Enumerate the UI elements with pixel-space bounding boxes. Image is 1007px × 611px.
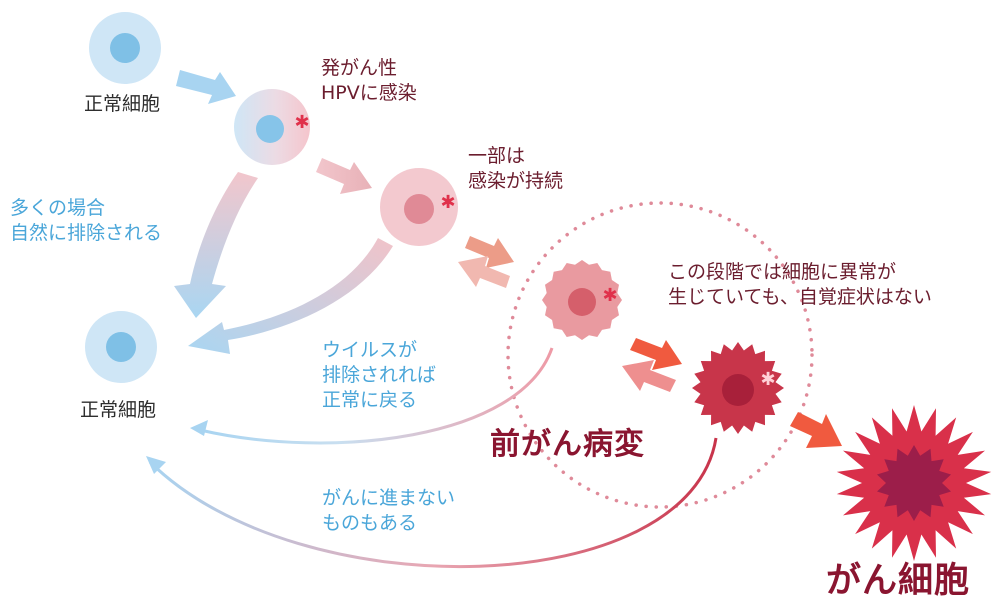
not-progress-line-1: がんに進まない [322,487,456,509]
no-symptoms-line-1: この段階では細胞に異常が [668,261,897,283]
precancer-boundary [506,201,814,509]
svg-text:✱: ✱ [760,369,775,390]
persistent-infection-line-1: 一部は [468,145,526,167]
arrow-lesion-to-precancer [622,360,676,392]
svg-text:✱: ✱ [440,192,455,213]
arrow-infected-to-persistent [316,158,372,194]
persistent-infection-line-2: 感染が持続 [468,170,564,193]
arrow-natural-clearance [174,172,258,318]
precancer-label: 前がん病変 [490,427,645,462]
arrow-persistent-to-precancer [465,236,514,268]
svg-text:✱: ✱ [294,112,309,133]
hpv-infection-label: 発がん性 HPVに感染 [321,56,417,106]
normal-cell-top [89,12,161,84]
persistent-infection-label: 一部は 感染が持続 [468,144,563,194]
not-progress-label: がんに進まない ものもある [322,486,455,536]
arrow-precancer-to-persistent [458,256,510,288]
no-symptoms-line-2: 生じていても、自覚症状はない [668,286,932,309]
natural-clearance-label: 多くの場合 自然に排除される [10,196,162,246]
normal-cell-bottom-label: 正常細胞 [80,399,157,421]
arrow-precancer-to-lesion [630,338,682,370]
arrow-lesion-to-cancer [790,412,842,448]
natural-clearance-line-2: 自然に排除される [10,222,163,245]
hpv-infected-cell: ✱ [234,89,310,165]
no-symptoms-label: この段階では細胞に異常が 生じていても、自覚症状はない [668,260,932,310]
cancer-cell-label: がん細胞 [826,561,971,601]
virus-removed-line-1: ウイルスが [322,339,418,361]
arrow-persistent-to-normal [188,238,393,354]
arrow-virus-removed-return [199,347,554,445]
normal-cell-bottom [85,311,157,383]
virus-removed-label: ウイルスが 排除されれば 正常に戻る [322,338,436,413]
hpv-infection-line-1: 発がん性 [321,57,398,79]
natural-clearance-line-1: 多くの場合 [10,197,106,219]
virus-removed-line-3: 正常に戻る [322,389,418,412]
arrowhead-not-progress [146,456,166,474]
normal-cell-top-label: 正常細胞 [84,93,161,115]
precancer-cell: ✱ [542,260,622,340]
not-progress-line-2: ものもある [322,512,418,535]
arrowhead-virus-removed [190,420,208,436]
cancer-cell [836,405,992,561]
hpv-infection-line-2: HPVに感染 [321,82,417,105]
svg-text:✱: ✱ [602,285,617,306]
arrow-normal-to-infected [176,70,236,104]
arrow-not-progress-return [148,437,718,569]
persistent-infected-cell: ✱ [380,168,458,246]
virus-removed-line-2: 排除されれば [322,364,437,387]
advanced-lesion-cell: ✱ [692,342,784,434]
